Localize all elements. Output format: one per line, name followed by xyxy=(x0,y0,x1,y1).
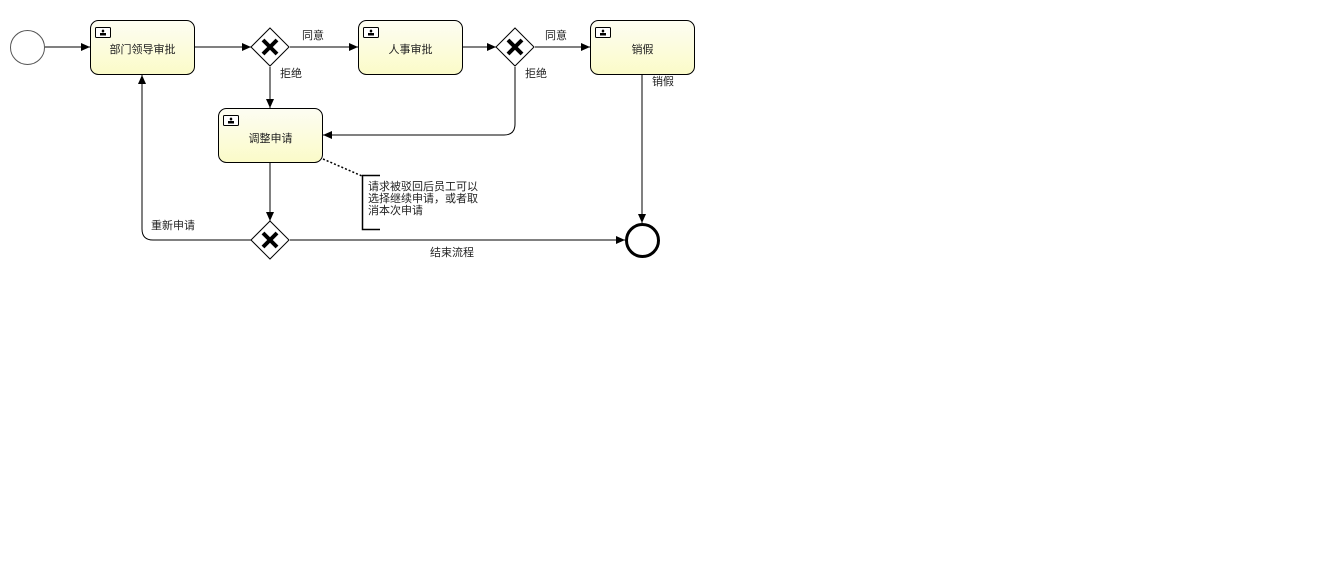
task-report-back[interactable]: 销假 xyxy=(590,20,695,75)
task-dept-approval[interactable]: 部门领导审批 xyxy=(90,20,195,75)
flow-label-reapply: 重新申请 xyxy=(151,218,195,232)
task-dept-approval-label: 部门领导审批 xyxy=(110,42,176,56)
start-event[interactable] xyxy=(10,30,45,65)
exclusive-gateway-2[interactable] xyxy=(495,27,535,67)
user-task-icon xyxy=(363,27,379,38)
flow-label-reject-2: 拒绝 xyxy=(525,66,547,80)
exclusive-gateway-3[interactable] xyxy=(250,220,290,260)
end-event[interactable] xyxy=(625,223,660,258)
flow-label-agree-2: 同意 xyxy=(545,28,567,42)
user-task-icon xyxy=(223,115,239,126)
text-annotation[interactable]: 请求被驳回后员工可以 选择继续申请，或者取 消本次申请 xyxy=(322,158,478,231)
task-adjust-request[interactable]: 调整申请 xyxy=(218,108,323,163)
flow-label-report-back: 销假 xyxy=(652,74,674,88)
exclusive-gateway-x-icon xyxy=(506,38,524,56)
exclusive-gateway-x-icon xyxy=(261,231,279,249)
annotation-association xyxy=(322,158,363,177)
sequence-flows xyxy=(45,43,646,244)
annotation-line-1: 请求被驳回后员工可以 xyxy=(368,180,478,193)
flow-label-agree-1: 同意 xyxy=(302,28,324,42)
flow-labels: 同意 拒绝 同意 拒绝 销假 重新申请 结束流程 xyxy=(151,28,674,259)
task-hr-approval[interactable]: 人事审批 xyxy=(358,20,463,75)
task-adjust-request-label: 调整申请 xyxy=(249,131,293,145)
flow-gateway2-to-adjust[interactable] xyxy=(323,67,516,139)
flow-label-reject-1: 拒绝 xyxy=(280,66,302,80)
annotation-bracket xyxy=(361,174,380,231)
flow-gateway3-to-dept[interactable] xyxy=(138,75,251,241)
annotation-line-2: 选择继续申请，或者取 xyxy=(368,191,478,205)
user-task-icon xyxy=(95,27,111,38)
flow-label-end-process: 结束流程 xyxy=(430,245,474,259)
annotation-line-3: 消本次申请 xyxy=(368,203,423,217)
task-hr-approval-label: 人事审批 xyxy=(389,42,433,56)
user-task-icon xyxy=(595,27,611,38)
exclusive-gateway-x-icon xyxy=(261,38,279,56)
task-report-back-label: 销假 xyxy=(632,42,654,56)
exclusive-gateway-1[interactable] xyxy=(250,27,290,67)
